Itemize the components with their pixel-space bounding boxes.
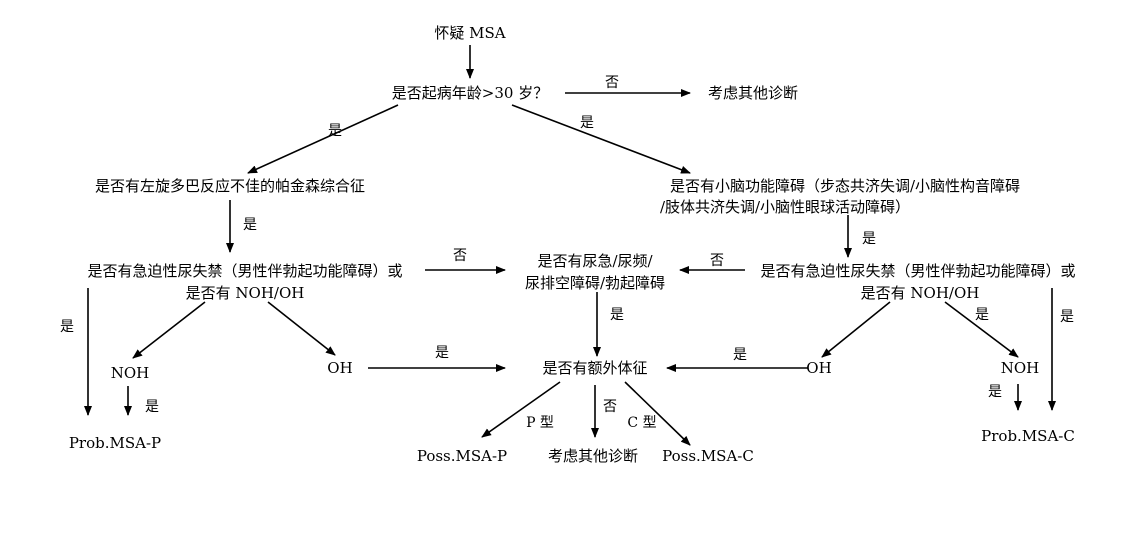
node-urge-left-line1: 是否有急迫性尿失禁（男性伴勃起功能障碍）或: [87, 262, 403, 280]
arrow-extra-p-type: [481, 381, 561, 438]
edge-label-p-type: P 型: [526, 415, 554, 431]
arrow-age-to-cerebellar: [511, 104, 691, 174]
arrow-urge-left-to-oh: [267, 301, 336, 356]
edge-label-age-yes-left: 是: [328, 123, 342, 139]
node-noh-right: NOH: [1000, 359, 1040, 377]
edge-label-oh-right-yes: 是: [733, 347, 747, 363]
edge-label-parkinson-yes: 是: [243, 217, 257, 233]
node-oh-right: OH: [806, 359, 832, 377]
node-urge-right-line2: 是否有 NOH/OH: [860, 284, 980, 302]
node-parkinson-question: 是否有左旋多巴反应不佳的帕金森综合征: [94, 177, 365, 195]
edge-label-urge-right-yes-noh: 是: [975, 307, 989, 323]
node-other-diagnosis-bottom: 考虑其他诊断: [547, 447, 638, 465]
edge-label-age-no: 否: [605, 75, 619, 91]
edge-label-urge-left-no: 否: [453, 248, 467, 264]
edge-label-urge-right-no: 否: [710, 253, 724, 269]
arrow-extra-c-type: [624, 381, 691, 446]
node-prob-msa-c: Prob.MSA-C: [981, 427, 1075, 445]
node-extra-signs-question: 是否有额外体征: [542, 359, 648, 377]
edge-label-urge-left-yes: 是: [60, 319, 74, 335]
node-start: 怀疑 MSA: [434, 24, 506, 42]
node-urge-right-line1: 是否有急迫性尿失禁（男性伴勃起功能障碍）或: [760, 262, 1076, 280]
node-age-question: 是否起病年龄>30 岁？: [391, 84, 549, 102]
node-poss-msa-p: Poss.MSA-P: [416, 447, 508, 465]
edge-label-urinary-yes: 是: [610, 307, 624, 323]
arrow-age-to-parkinson: [247, 104, 399, 174]
arrow-urge-right-to-oh: [821, 301, 891, 358]
arrow-urge-left-to-noh: [132, 301, 206, 359]
edge-label-extra-no: 否: [603, 399, 617, 415]
node-prob-msa-p: Prob.MSA-P: [68, 434, 162, 452]
edge-label-noh-right-yes: 是: [988, 384, 1002, 400]
node-urinary-question-line1: 是否有尿急/尿频/: [537, 252, 653, 270]
node-cerebellar-question-line2: /肢体共济失调/小脑性眼球活动障碍）: [659, 198, 911, 216]
edge-label-urge-right-yes-c: 是: [1060, 309, 1074, 325]
node-poss-msa-c: Poss.MSA-C: [662, 447, 754, 465]
node-urinary-question-line2: 尿排空障碍/勃起障碍: [524, 274, 666, 292]
edge-label-c-type: C 型: [627, 415, 657, 431]
node-cerebellar-question-line1: 是否有小脑功能障碍（步态共济失调/小脑性构音障碍: [669, 177, 1021, 195]
node-oh-left: OH: [327, 359, 353, 377]
arrow-urge-right-to-noh: [944, 301, 1019, 358]
node-urge-left-line2: 是否有 NOH/OH: [185, 284, 305, 302]
node-other-diagnosis-top: 考虑其他诊断: [707, 84, 798, 102]
edge-label-age-yes-right: 是: [580, 115, 594, 131]
edge-label-cerebellar-yes: 是: [862, 231, 876, 247]
node-noh-left: NOH: [110, 364, 150, 382]
edge-label-oh-left-yes: 是: [435, 345, 449, 361]
edge-label-noh-left-yes: 是: [145, 399, 159, 415]
